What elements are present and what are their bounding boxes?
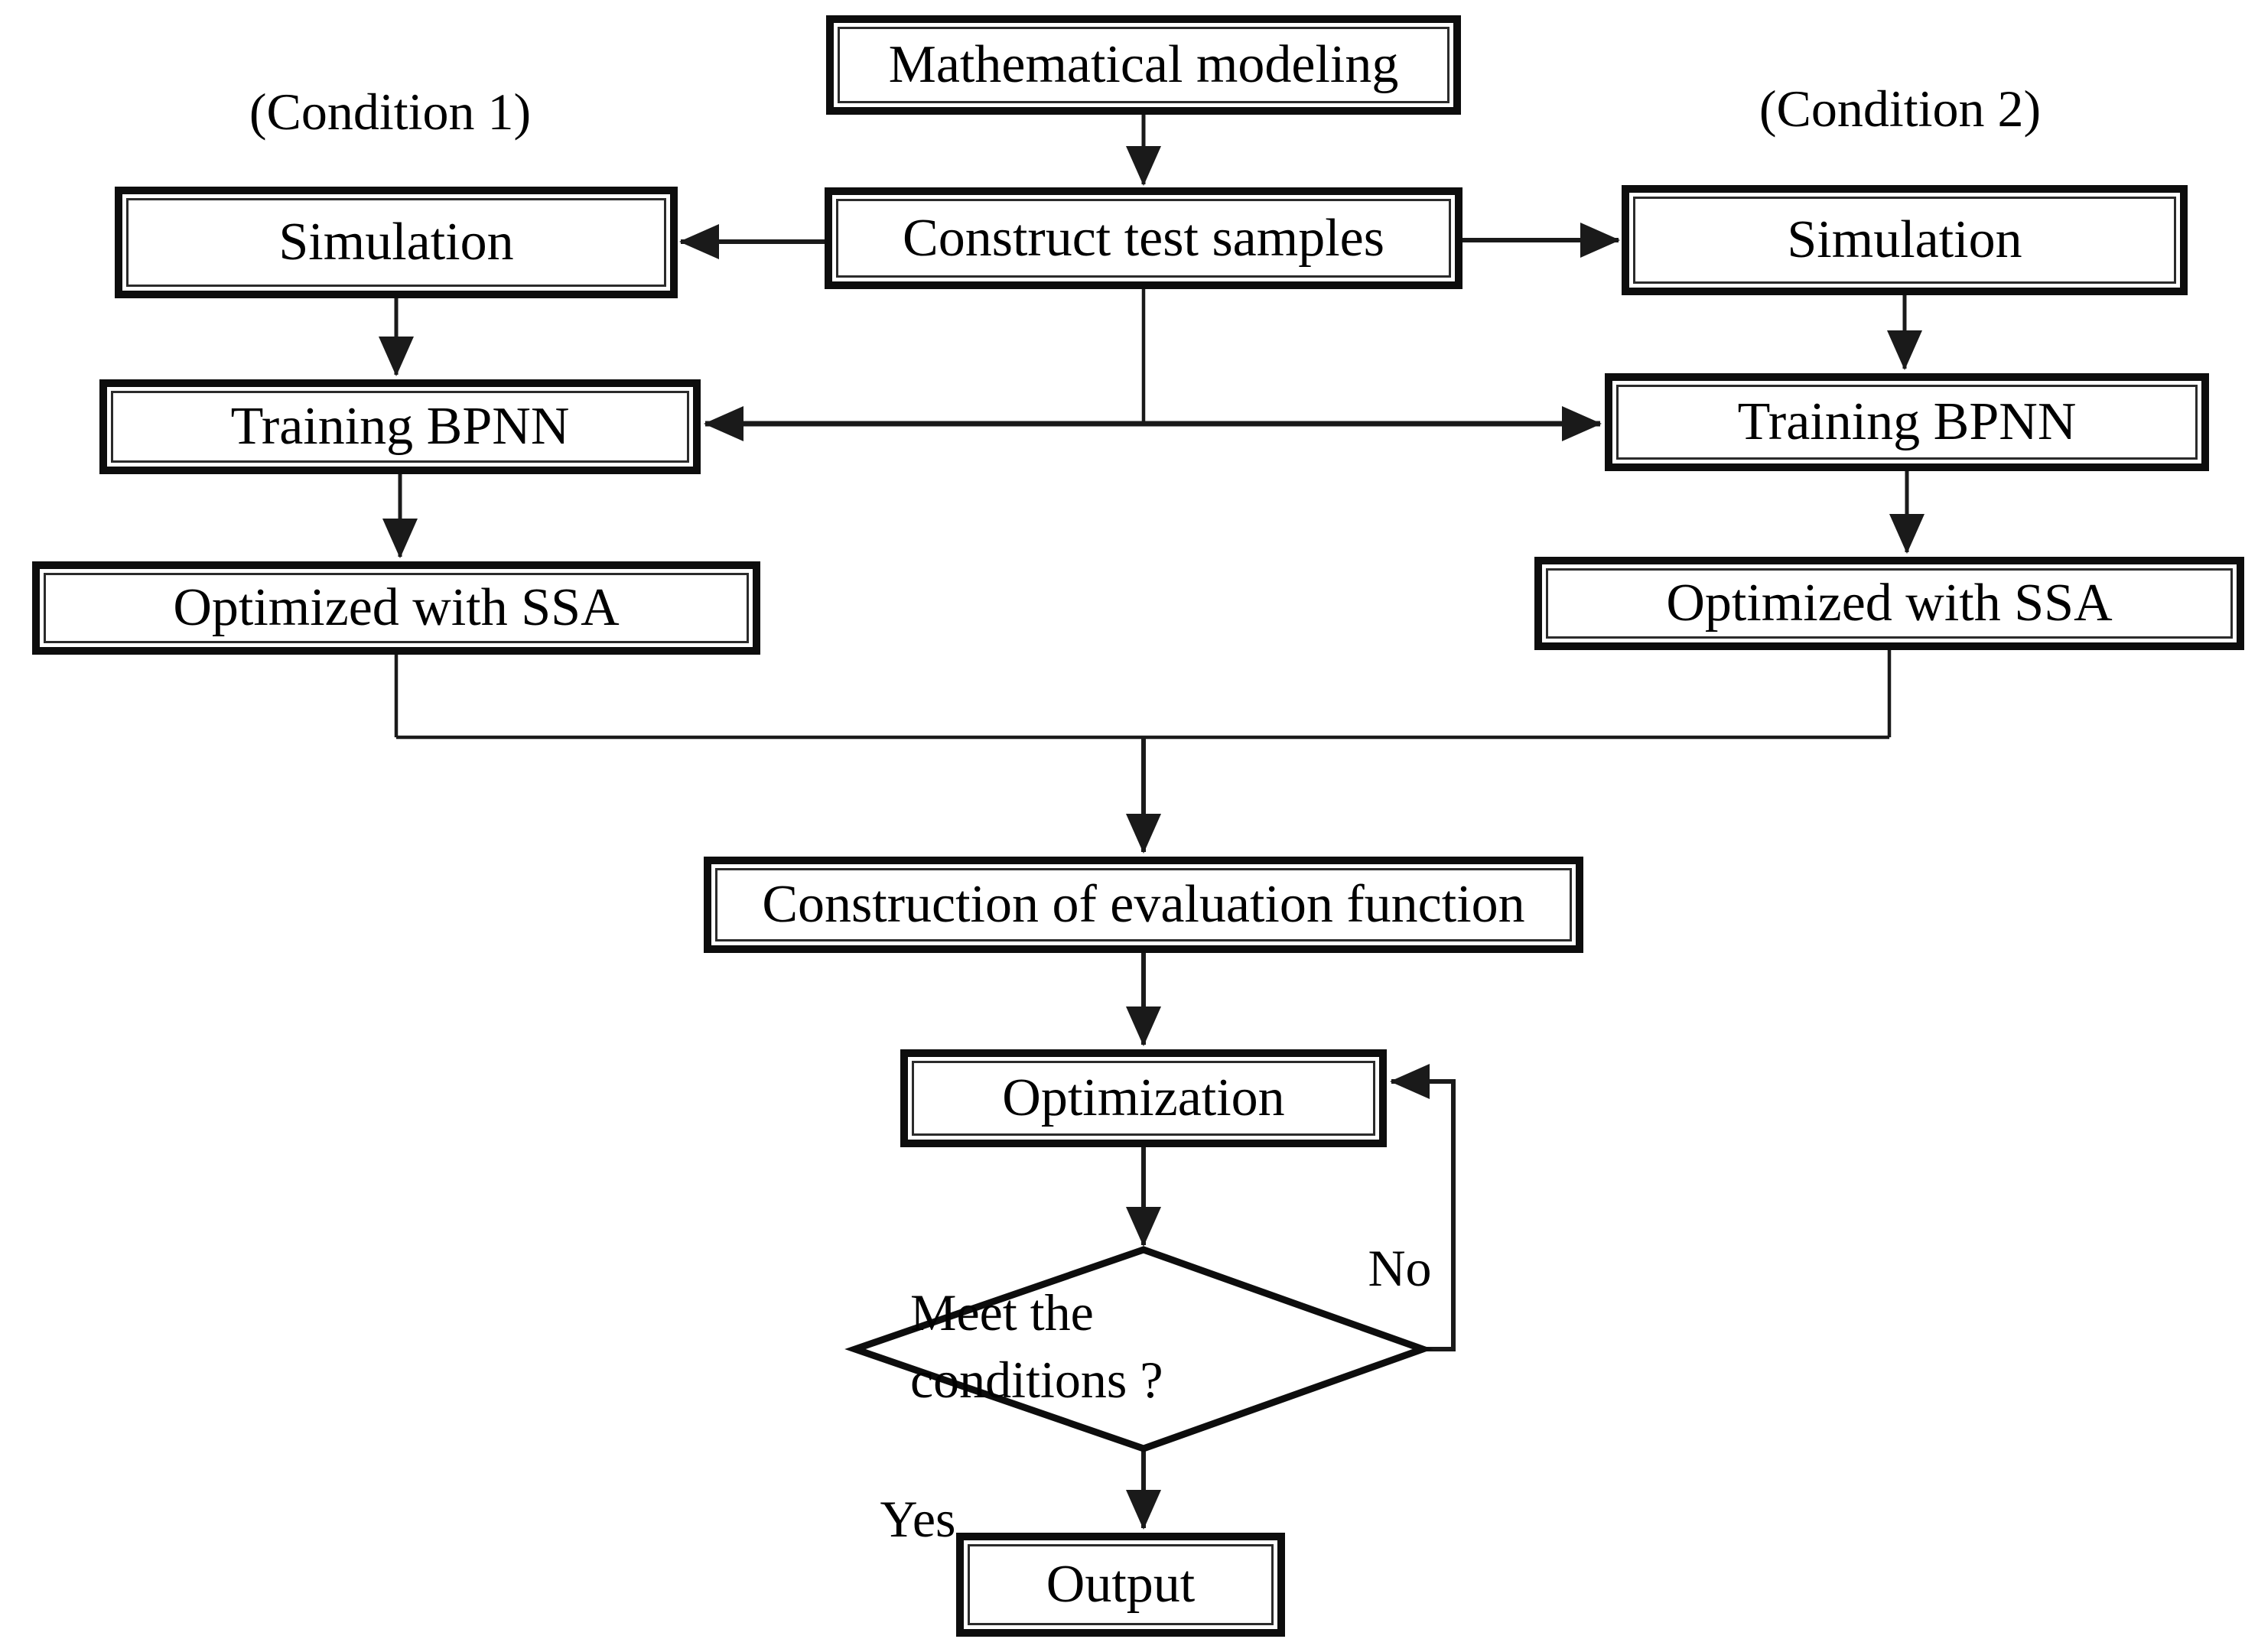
node-construct-test-samples-label: Construct test samples [903,208,1384,268]
node-simulation-left: Simulation [115,187,678,298]
condition1-label: (Condition 1) [249,83,532,141]
node-optimization-label: Optimization [1002,1068,1285,1127]
edge-label-no: No [1368,1239,1432,1297]
decision-text-line1: Meet the [910,1283,1094,1341]
node-training-bpnn-left-label: Training BPNN [230,397,570,456]
node-output-label: Output [1046,1555,1196,1614]
node-training-bpnn-right: Training BPNN [1605,373,2209,471]
node-construction-of-evaluation-function: Construction of evaluation function [704,857,1583,953]
node-output: Output [956,1533,1285,1637]
node-simulation-right: Simulation [1622,185,2188,295]
node-construction-of-evaluation-function-label: Construction of evaluation function [762,875,1525,934]
decision-diamond-shape [844,1246,1433,1452]
node-mathematical-modeling: Mathematical modeling [826,15,1461,115]
node-mathematical-modeling-label: Mathematical modeling [888,35,1399,94]
decision-diamond-text: Meet the conditions ? [910,1279,1247,1416]
condition2-label: (Condition 2) [1759,80,2042,138]
edge-label-yes: Yes [880,1490,956,1548]
node-optimized-with-ssa-left: Optimized with SSA [32,561,760,655]
node-optimized-with-ssa-right-label: Optimized with SSA [1666,574,2113,633]
decision-text-line2: conditions ? [910,1351,1163,1409]
no-loop-line [1390,1064,1456,1351]
node-construct-test-samples: Construct test samples [825,187,1462,289]
node-optimized-with-ssa-right: Optimized with SSA [1534,557,2244,650]
node-optimized-with-ssa-left-label: Optimized with SSA [173,578,620,637]
node-training-bpnn-left: Training BPNN [99,379,701,474]
node-training-bpnn-right-label: Training BPNN [1737,392,2077,451]
node-simulation-right-label: Simulation [1787,210,2022,269]
node-optimization: Optimization [900,1049,1387,1147]
node-simulation-left-label: Simulation [278,213,514,272]
